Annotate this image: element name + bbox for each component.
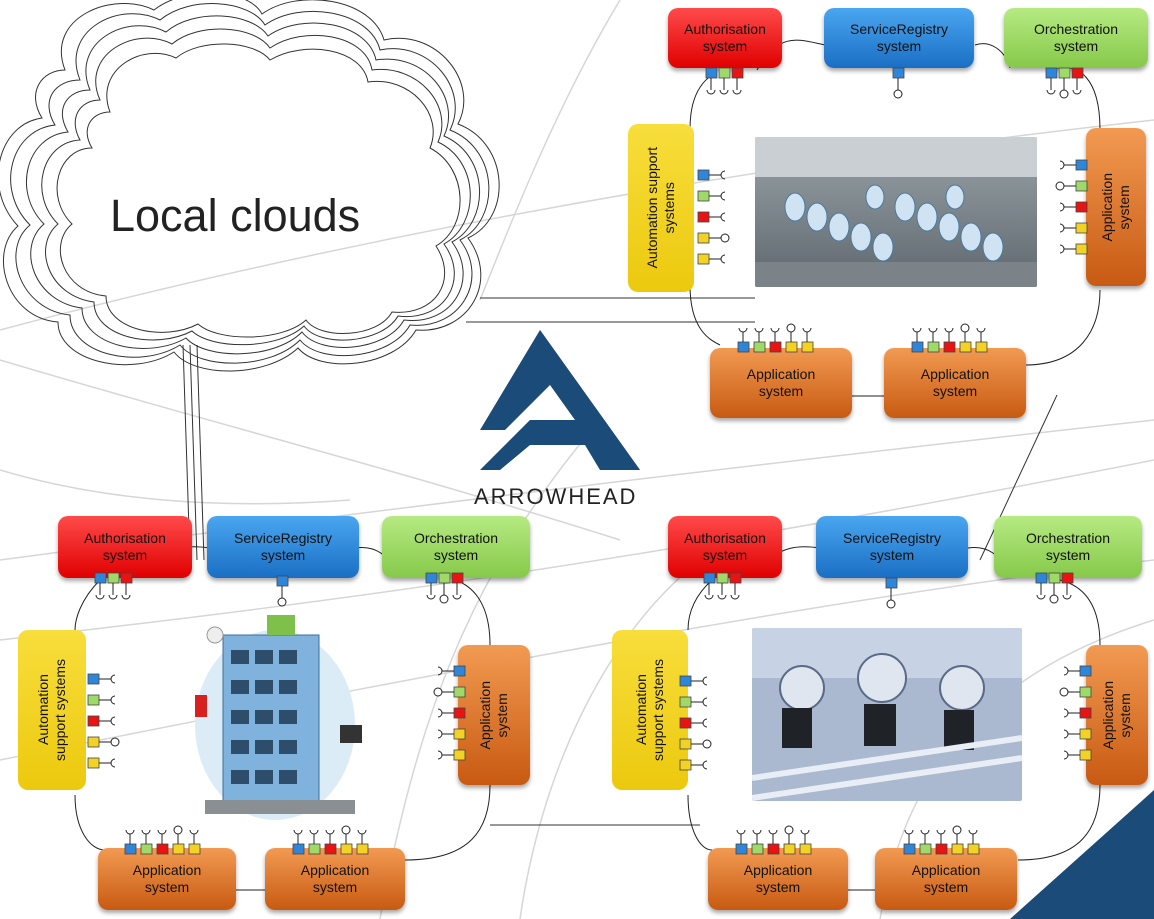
inter-cloud-links bbox=[490, 394, 1058, 826]
automation-support-systems-box: Automation support systems bbox=[18, 630, 86, 790]
application-system-bottom-2-box: Application system bbox=[265, 848, 405, 910]
cloud-outline bbox=[0, 0, 500, 372]
application-system-bottom-2-box: Application system bbox=[875, 848, 1017, 910]
authorisation-system-box: Authorisation system bbox=[668, 516, 782, 578]
arrowhead-logo-text: ARROWHEAD bbox=[474, 484, 638, 509]
application-system-bottom-1-box: Application system bbox=[710, 348, 852, 418]
corner-decoration bbox=[1010, 790, 1154, 919]
automation-support-systems-box: Automation support systems bbox=[612, 630, 688, 790]
application-system-right-label: Application system bbox=[1099, 172, 1132, 242]
service-registry-system-box: ServiceRegistry system bbox=[207, 516, 359, 578]
automation-support-systems-label: Automation support systems bbox=[644, 147, 677, 269]
automation-support-systems-label: Automation support systems bbox=[35, 659, 68, 761]
orchestration-system-box: Orchestration system bbox=[994, 516, 1142, 578]
arrowhead-logo bbox=[480, 330, 640, 470]
service-registry-system-box: ServiceRegistry system bbox=[816, 516, 968, 578]
local-clouds-label: Local clouds bbox=[110, 190, 361, 241]
smart-building-illustration bbox=[195, 615, 362, 820]
orchestration-system-box: Orchestration system bbox=[382, 516, 530, 578]
application-system-right-box: Application system bbox=[1086, 128, 1146, 286]
application-system-bottom-1-box: Application system bbox=[98, 848, 236, 910]
application-system-right-box: Application system bbox=[1086, 645, 1148, 785]
automation-support-systems-label: Automation support systems bbox=[633, 659, 666, 761]
automation-support-systems-box: Automation support systems bbox=[628, 124, 694, 292]
orchestration-system-box: Orchestration system bbox=[1004, 8, 1148, 68]
application-system-bottom-1-box: Application system bbox=[708, 848, 848, 910]
application-system-bottom-2-box: Application system bbox=[884, 348, 1026, 418]
process-plant-photo bbox=[752, 628, 1022, 801]
application-system-right-label: Application system bbox=[1100, 680, 1133, 750]
authorisation-system-box: Authorisation system bbox=[58, 516, 192, 578]
cloud-links bbox=[182, 297, 755, 561]
application-system-right-box: Application system bbox=[458, 645, 530, 785]
authorisation-system-box: Authorisation system bbox=[668, 8, 782, 68]
service-registry-system-box: ServiceRegistry system bbox=[824, 8, 974, 68]
factory-conveyor-photo bbox=[755, 137, 1037, 287]
application-system-right-label: Application system bbox=[477, 680, 510, 750]
